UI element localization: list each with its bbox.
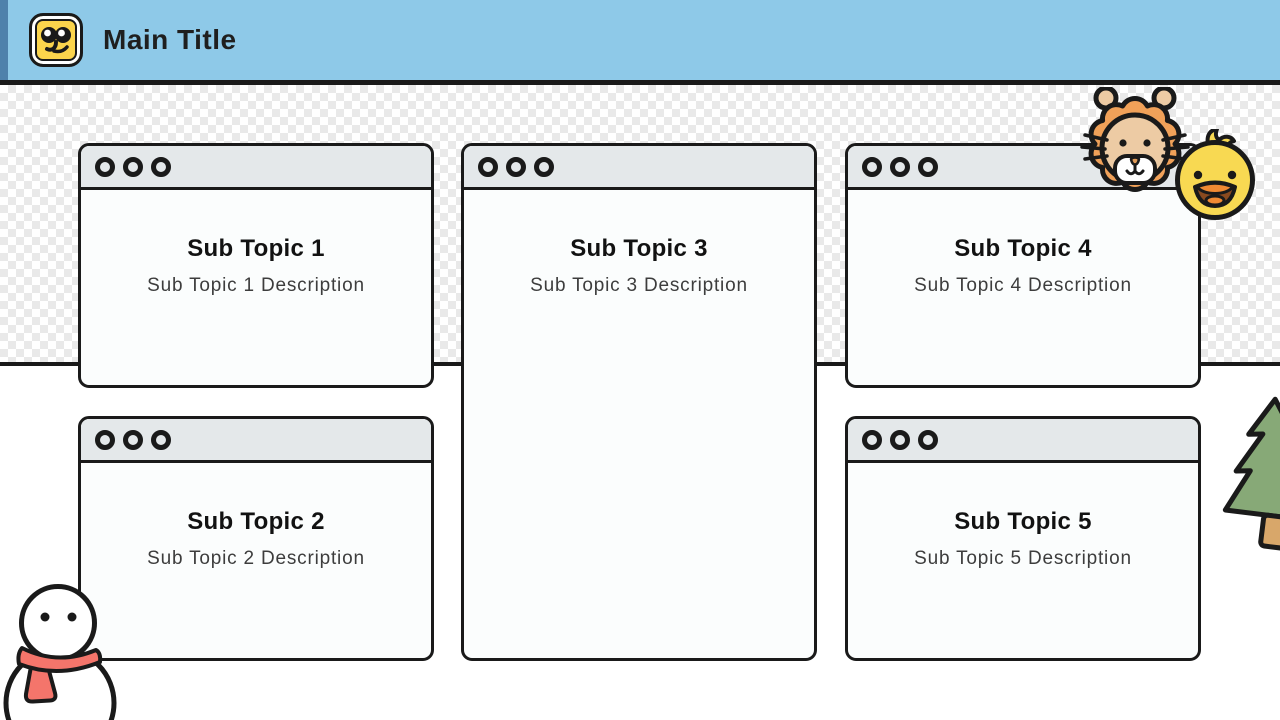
window-dot-icon	[918, 156, 938, 177]
card-title: Sub Topic 1	[187, 235, 325, 262]
window-dot-icon	[862, 429, 882, 450]
card-body: Sub Topic 1 Sub Topic 1 Description	[81, 190, 431, 297]
card-body: Sub Topic 2 Sub Topic 2 Description	[81, 463, 431, 570]
window-dot-icon	[890, 429, 910, 450]
card-description: Sub Topic 4 Description	[914, 275, 1132, 296]
card-description: Sub Topic 5 Description	[914, 548, 1132, 569]
elephant-icon	[29, 13, 83, 67]
card-title: Sub Topic 5	[954, 508, 1092, 535]
window-titlebar	[848, 419, 1198, 463]
card-description: Sub Topic 2 Description	[147, 548, 365, 569]
window-dot-icon	[890, 156, 910, 177]
window-card-sub-topic-3: Sub Topic 3 Sub Topic 3 Description	[461, 143, 817, 661]
card-body: Sub Topic 5 Sub Topic 5 Description	[848, 463, 1198, 570]
window-titlebar	[81, 146, 431, 190]
card-title: Sub Topic 2	[187, 508, 325, 535]
window-dot-icon	[534, 156, 554, 177]
window-dot-icon	[95, 156, 115, 177]
card-body: Sub Topic 4 Sub Topic 4 Description	[848, 190, 1198, 297]
window-dot-icon	[918, 429, 938, 450]
card-description: Sub Topic 1 Description	[147, 275, 365, 296]
window-card-sub-topic-1: Sub Topic 1 Sub Topic 1 Description	[78, 143, 434, 388]
page-title: Main Title	[103, 24, 237, 55]
window-dot-icon	[478, 156, 498, 177]
window-dot-icon	[506, 156, 526, 177]
card-description: Sub Topic 3 Description	[530, 275, 748, 296]
window-card-sub-topic-2: Sub Topic 2 Sub Topic 2 Description	[78, 416, 434, 661]
card-title: Sub Topic 3	[570, 235, 708, 262]
snowman-icon	[0, 575, 127, 720]
pine-tree-icon	[1206, 387, 1280, 563]
window-dot-icon	[123, 156, 143, 177]
window-dot-icon	[862, 156, 882, 177]
duck-icon	[1170, 127, 1260, 221]
window-titlebar	[81, 419, 431, 463]
window-dot-icon	[151, 429, 171, 450]
header-accent-strip	[0, 0, 8, 80]
window-dot-icon	[95, 429, 115, 450]
lion-icon	[1074, 85, 1196, 203]
window-dot-icon	[123, 429, 143, 450]
window-titlebar	[464, 146, 814, 190]
card-body: Sub Topic 3 Sub Topic 3 Description	[464, 190, 814, 297]
window-dot-icon	[151, 156, 171, 177]
card-title: Sub Topic 4	[954, 235, 1092, 262]
header-bar: Main Title	[0, 0, 1280, 85]
window-card-sub-topic-5: Sub Topic 5 Sub Topic 5 Description	[845, 416, 1201, 661]
